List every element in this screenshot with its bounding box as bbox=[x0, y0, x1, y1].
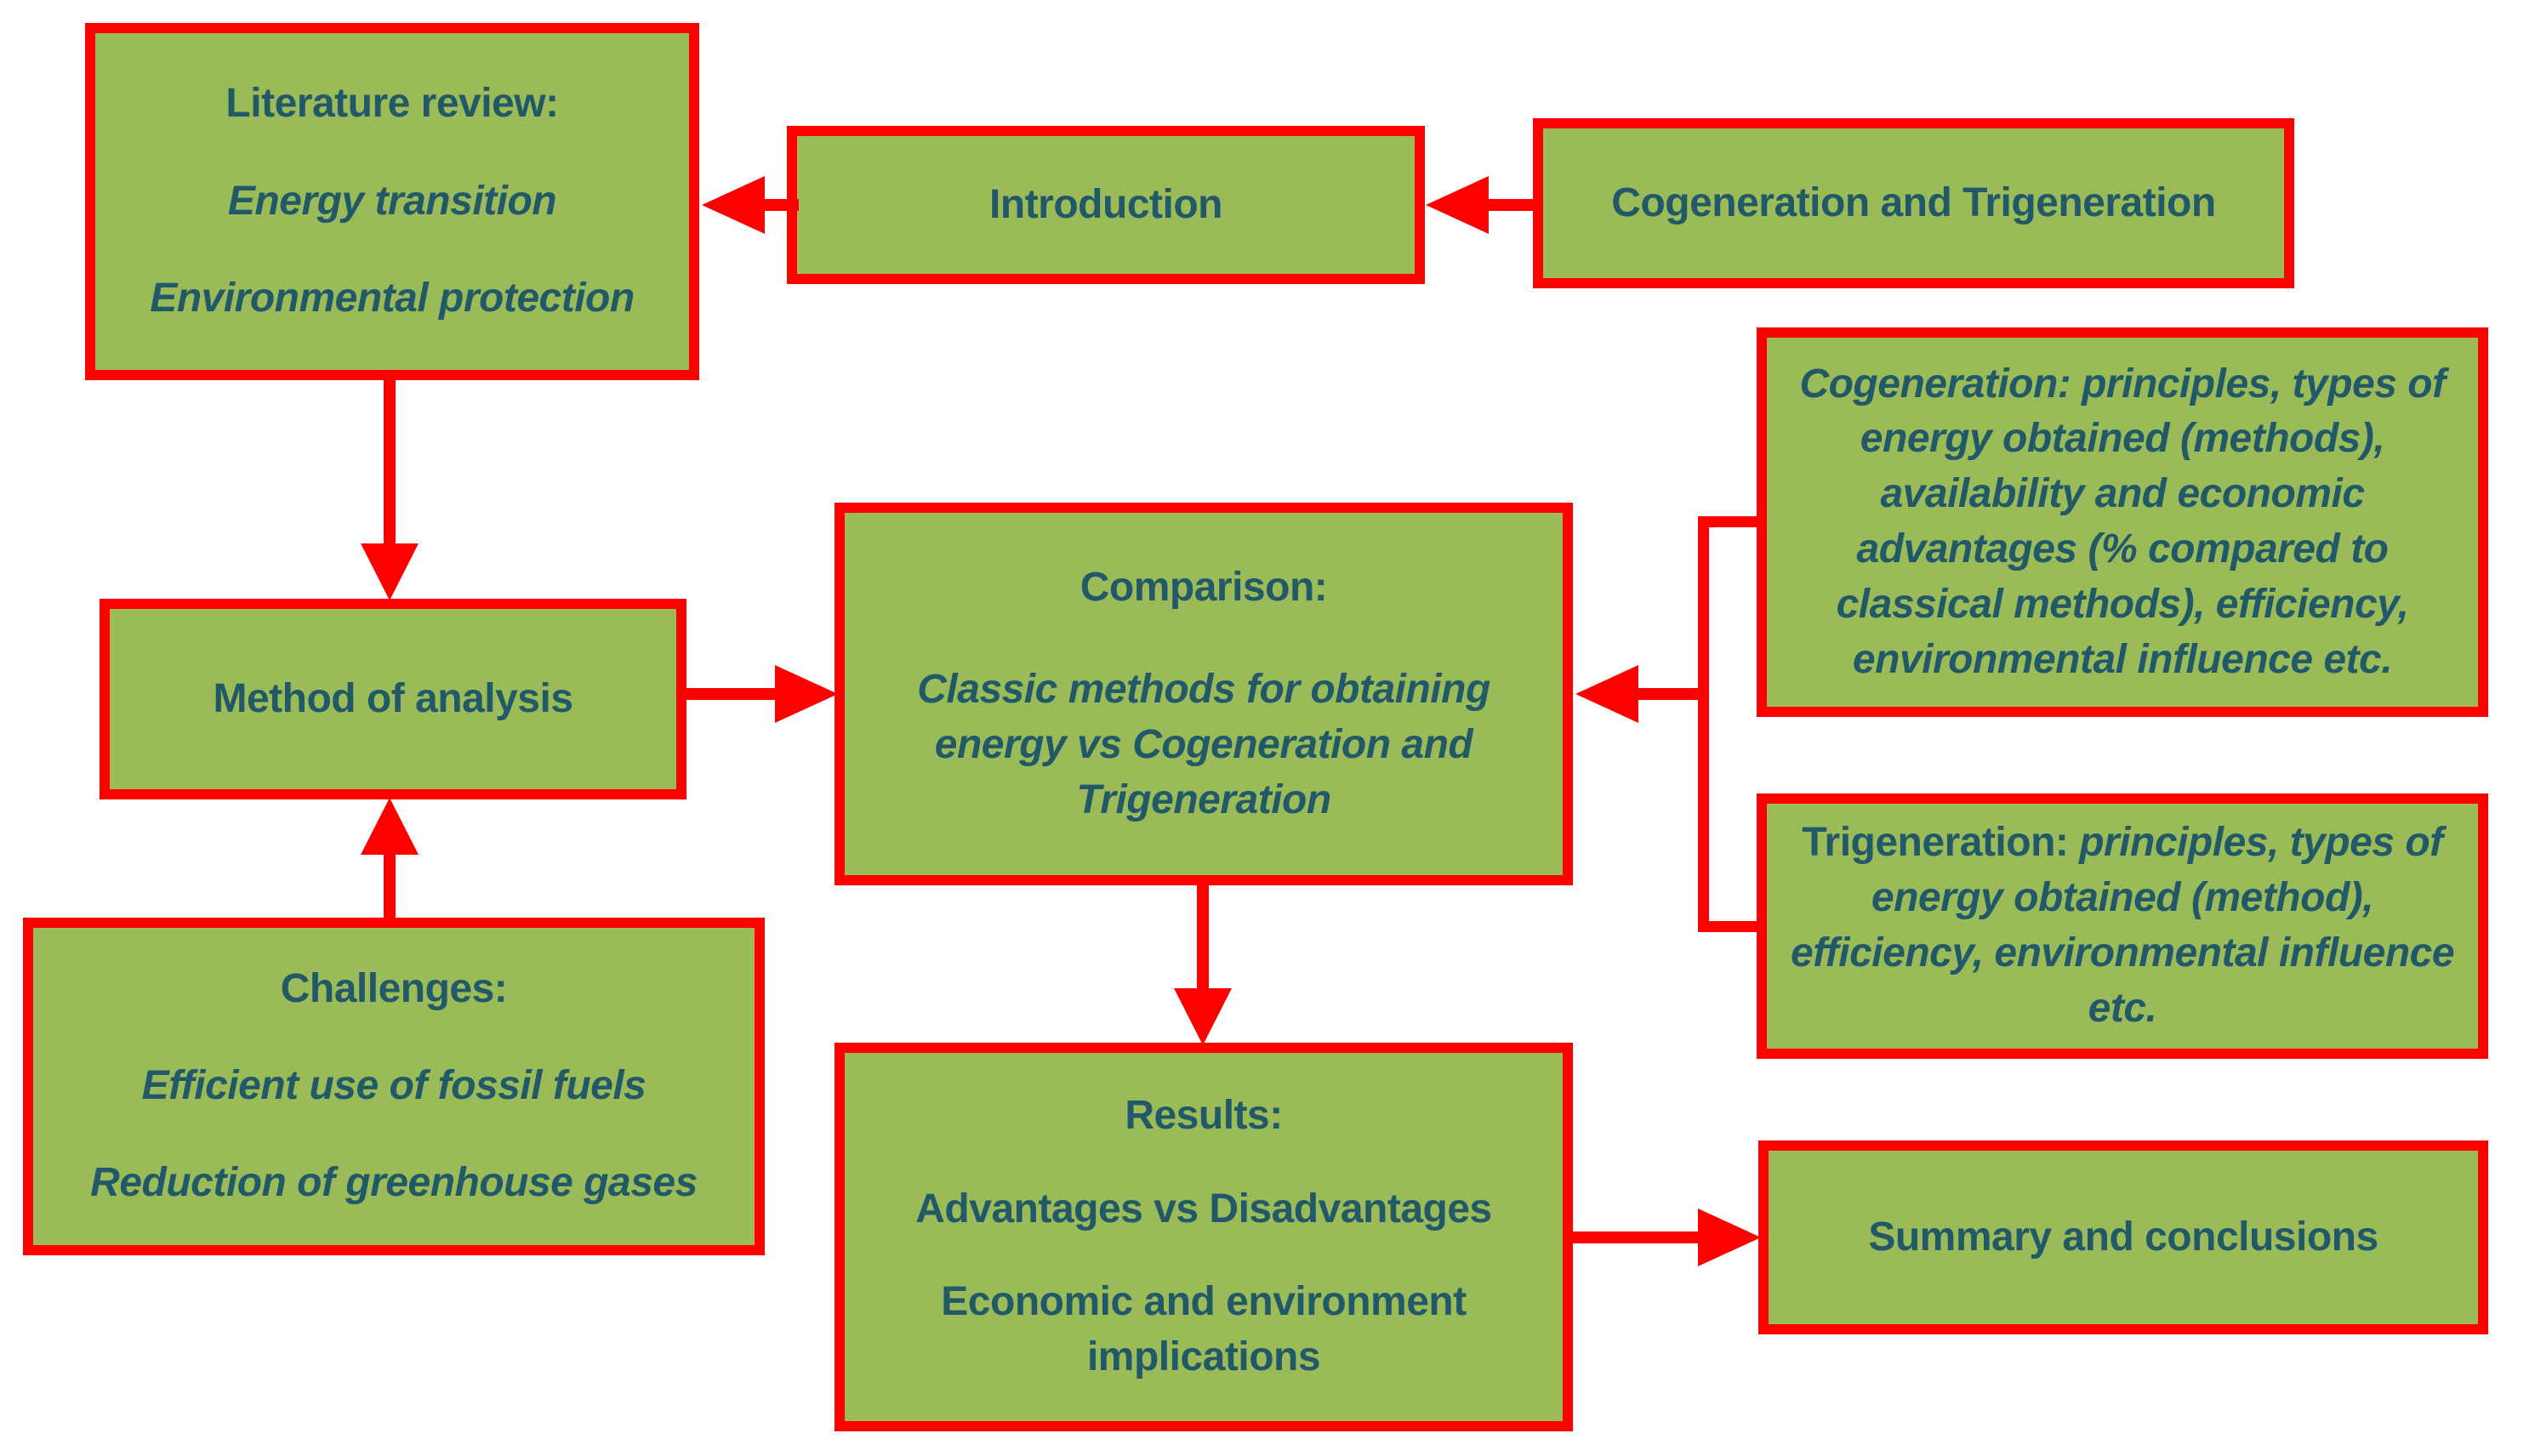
literature-review-item-environmental-protection: Environmental protection bbox=[150, 276, 635, 321]
box-comparison: Comparison: Classic methods for obtainin… bbox=[835, 503, 1573, 885]
box-trigeneration-details: Trigeneration: principles, types of ener… bbox=[1757, 793, 2488, 1059]
challenges-item-greenhouse-gases: Reduction of greenhouse gases bbox=[90, 1159, 698, 1205]
arrow-results-to-summary-shaft bbox=[1567, 1231, 1701, 1243]
trigeneration-details-text: Trigeneration: principles, types of ener… bbox=[1777, 816, 2468, 1036]
box-cogeneration-and-trigeneration: Cogeneration and Trigeneration bbox=[1533, 118, 2294, 288]
box-cogeneration-details: Cogeneration: principles, types of energ… bbox=[1757, 327, 2488, 717]
arrow-method-to-comparison-shaft bbox=[681, 688, 778, 700]
literature-review-title: Literature review: bbox=[225, 80, 559, 126]
results-item-implications: Economic and environment implications bbox=[941, 1279, 1467, 1379]
arrow-results-to-summary-head bbox=[1698, 1209, 1761, 1266]
box-challenges: Challenges: Efficient use of fossil fuel… bbox=[23, 918, 765, 1255]
results-title: Results: bbox=[1125, 1093, 1283, 1139]
method-of-analysis-label: Method of analysis bbox=[213, 675, 573, 721]
box-introduction: Introduction bbox=[787, 126, 1425, 284]
arrow-cogeneration-to-introduction-head bbox=[1426, 176, 1489, 234]
arrow-method-to-comparison-head bbox=[775, 665, 838, 723]
box-results: Results: Advantages vs Disadvantages Eco… bbox=[835, 1043, 1573, 1431]
challenges-title: Challenges: bbox=[280, 966, 508, 1012]
cogeneration-details-text: Cogeneration: principles, types of energ… bbox=[1799, 361, 2446, 682]
arrow-cogeneration-to-introduction-shaft bbox=[1489, 199, 1537, 211]
arrow-challenges-to-method-shaft bbox=[384, 852, 396, 924]
arrow-literature-to-method-head bbox=[361, 543, 419, 600]
bracket-bottom-stub bbox=[1698, 921, 1761, 932]
trigeneration-details-lead: Trigeneration: bbox=[1802, 820, 2080, 866]
arrow-challenges-to-method-head bbox=[361, 798, 419, 855]
comparison-body: Classic methods for obtaining energy vs … bbox=[917, 666, 1490, 822]
box-method-of-analysis: Method of analysis bbox=[100, 599, 686, 799]
literature-review-item-energy-transition: Energy transition bbox=[227, 178, 557, 224]
trigeneration-details-body: principles, types of energy obtained (me… bbox=[1790, 820, 2455, 1031]
box-literature-review: Literature review: Energy transition Env… bbox=[85, 23, 699, 380]
box-summary-and-conclusions: Summary and conclusions bbox=[1758, 1140, 2488, 1334]
arrow-introduction-to-literature-shaft bbox=[765, 199, 799, 211]
introduction-label: Introduction bbox=[989, 181, 1222, 227]
comparison-title: Comparison: bbox=[1080, 564, 1328, 610]
arrow-details-to-comparison-head bbox=[1575, 665, 1638, 723]
results-item-advantages: Advantages vs Disadvantages bbox=[915, 1186, 1492, 1231]
summary-label: Summary and conclusions bbox=[1868, 1214, 2378, 1260]
bracket-top-stub bbox=[1698, 516, 1761, 527]
arrow-introduction-to-literature-head bbox=[702, 176, 765, 234]
cogeneration-and-trigeneration-label: Cogeneration and Trigeneration bbox=[1611, 179, 2216, 225]
arrow-details-to-comparison-shaft bbox=[1633, 688, 1709, 700]
arrow-literature-to-method-shaft bbox=[384, 374, 396, 549]
arrow-comparison-to-results-shaft bbox=[1197, 880, 1209, 992]
bracket-vertical-line bbox=[1698, 516, 1709, 932]
challenges-item-fossil-fuels: Efficient use of fossil fuels bbox=[141, 1063, 647, 1109]
arrow-comparison-to-results-head bbox=[1174, 988, 1232, 1045]
